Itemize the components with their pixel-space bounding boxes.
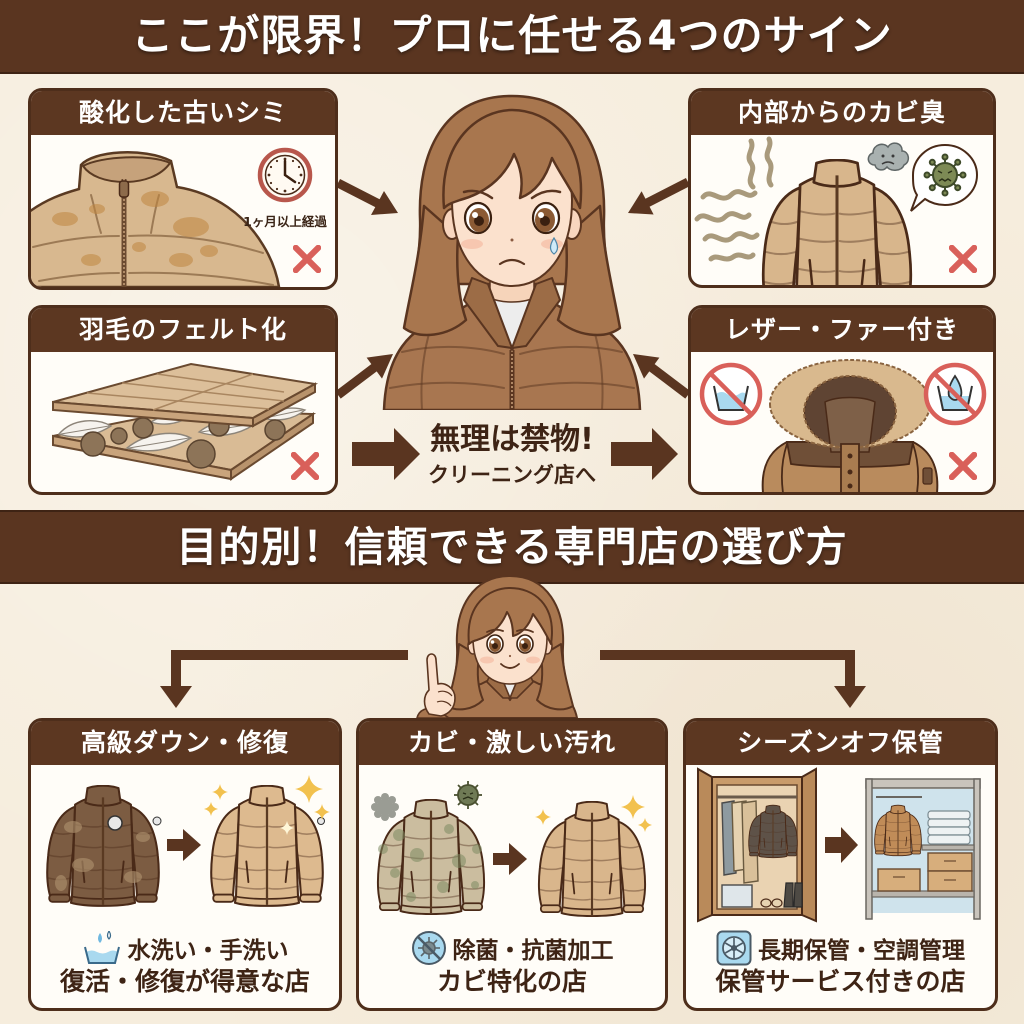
storage-shelf-icon — [865, 778, 981, 920]
section-title-banner-shops: 目的別！信頼できる専門店の選び方 — [0, 512, 1024, 582]
mold-germ-speech-icon — [910, 143, 979, 212]
section-title-banner-signs: ここが限界！プロに任せる4つのサイン — [0, 0, 1024, 72]
no-machine-wash-icon — [699, 362, 763, 426]
no-germ-icon — [411, 931, 446, 965]
card-body — [691, 352, 993, 492]
card-title: カビ・激しい汚れ — [359, 721, 665, 765]
block-arrow-right-icon — [611, 428, 678, 480]
cross-icon — [296, 248, 318, 270]
branch-arrow-right-icon — [600, 650, 866, 708]
pointing-woman-illustration — [416, 574, 578, 718]
water-basin-icon — [83, 931, 120, 964]
section-title-signs: ここが限界！プロに任せる4つのサイン — [131, 11, 893, 60]
elapsed-time-caption: 1ヶ月以上経過 — [243, 214, 327, 229]
card-body — [691, 135, 993, 285]
sign-card-leather-fur: レザー・ファー付き — [688, 305, 996, 495]
arrow-right-icon — [493, 843, 527, 875]
card-title: シーズンオフ保管 — [686, 721, 995, 765]
stained-jacket-icon — [31, 151, 281, 287]
air-conditioner-icon — [716, 930, 752, 966]
feature-text: 長期保管・空調管理 — [758, 938, 965, 964]
pointing-hand-icon — [423, 653, 456, 717]
feature-row: 水洗い・手洗い — [31, 931, 339, 965]
shop-type-text: 保管サービス付きの店 — [715, 967, 966, 996]
card-title: 酸化した古いシミ — [31, 91, 335, 135]
sign-card-mold-odor: 内部からのカビ臭 — [688, 88, 996, 288]
sad-cloud-icon — [867, 142, 910, 171]
shop-card-off-season-storage: シーズンオフ保管 — [683, 718, 998, 1011]
shop-type-text: カビ特化の店 — [436, 967, 587, 996]
feature-row: 長期保管・空調管理 — [686, 930, 995, 966]
callout-go-to-cleaner: クリーニング店へ — [428, 463, 596, 487]
clock-icon — [257, 147, 313, 203]
worried-woman-illustration — [382, 94, 642, 410]
dirty-dark-down-jacket-icon — [46, 785, 162, 908]
card-title: レザー・ファー付き — [691, 308, 993, 352]
sign-card-oxidized-stains: 酸化した古いシミ — [28, 88, 338, 290]
germ-icon — [454, 781, 482, 809]
card-title: 高級ダウン・修復 — [31, 721, 339, 765]
cross-icon — [952, 455, 974, 477]
clean-tan-down-jacket-icon — [537, 801, 647, 918]
arrow-right-icon — [825, 827, 858, 863]
odor-waves-icon — [694, 136, 774, 262]
shop-card-luxury-down-repair: 高級ダウン・修復 — [28, 718, 342, 1011]
section-title-shops: 目的別！信頼できる専門店の選び方 — [176, 523, 848, 571]
feature-text: 水洗い・手洗い — [127, 938, 289, 964]
card-body: 水洗い・手洗い 復活・修復が得意な店 — [31, 765, 339, 1008]
card-body: 1ヶ月以上経過 — [31, 135, 335, 287]
card-title: 羽毛のフェルト化 — [31, 308, 335, 352]
fur-hood-jacket-icon — [761, 359, 939, 492]
cross-icon — [294, 455, 316, 477]
sign-card-felted-down: 羽毛のフェルト化 — [28, 305, 338, 495]
home-wardrobe-icon — [697, 767, 817, 923]
no-hand-wash-icon — [923, 362, 987, 426]
branch-arrow-left-icon — [160, 650, 408, 708]
shop-card-mold-heavy-stains: カビ・激しい汚れ — [356, 718, 668, 1011]
card-body: 長期保管・空調管理 保管サービス付きの店 — [686, 765, 995, 1008]
card-body: 除菌・抗菌加工 カビ特化の店 — [359, 765, 665, 1008]
card-body — [31, 352, 335, 492]
card-title: 内部からのカビ臭 — [691, 91, 993, 135]
puffer-jacket-icon — [761, 159, 913, 285]
feature-text: 除菌・抗菌加工 — [452, 938, 614, 964]
callout-warning: 無理は禁物! — [430, 422, 594, 457]
moldy-down-jacket-icon — [376, 799, 486, 916]
clean-tan-down-jacket-icon — [210, 785, 325, 908]
arrow-right-icon — [167, 829, 201, 861]
mold-spore-icon — [371, 793, 399, 821]
sweat-drop-icon — [549, 236, 559, 255]
cross-icon — [952, 248, 974, 270]
feature-row: 除菌・抗菌加工 — [359, 931, 665, 965]
felted-down-layers-icon — [52, 362, 319, 481]
shop-type-text: 復活・修復が得意な店 — [59, 967, 310, 996]
block-arrow-left-icon — [352, 428, 420, 480]
